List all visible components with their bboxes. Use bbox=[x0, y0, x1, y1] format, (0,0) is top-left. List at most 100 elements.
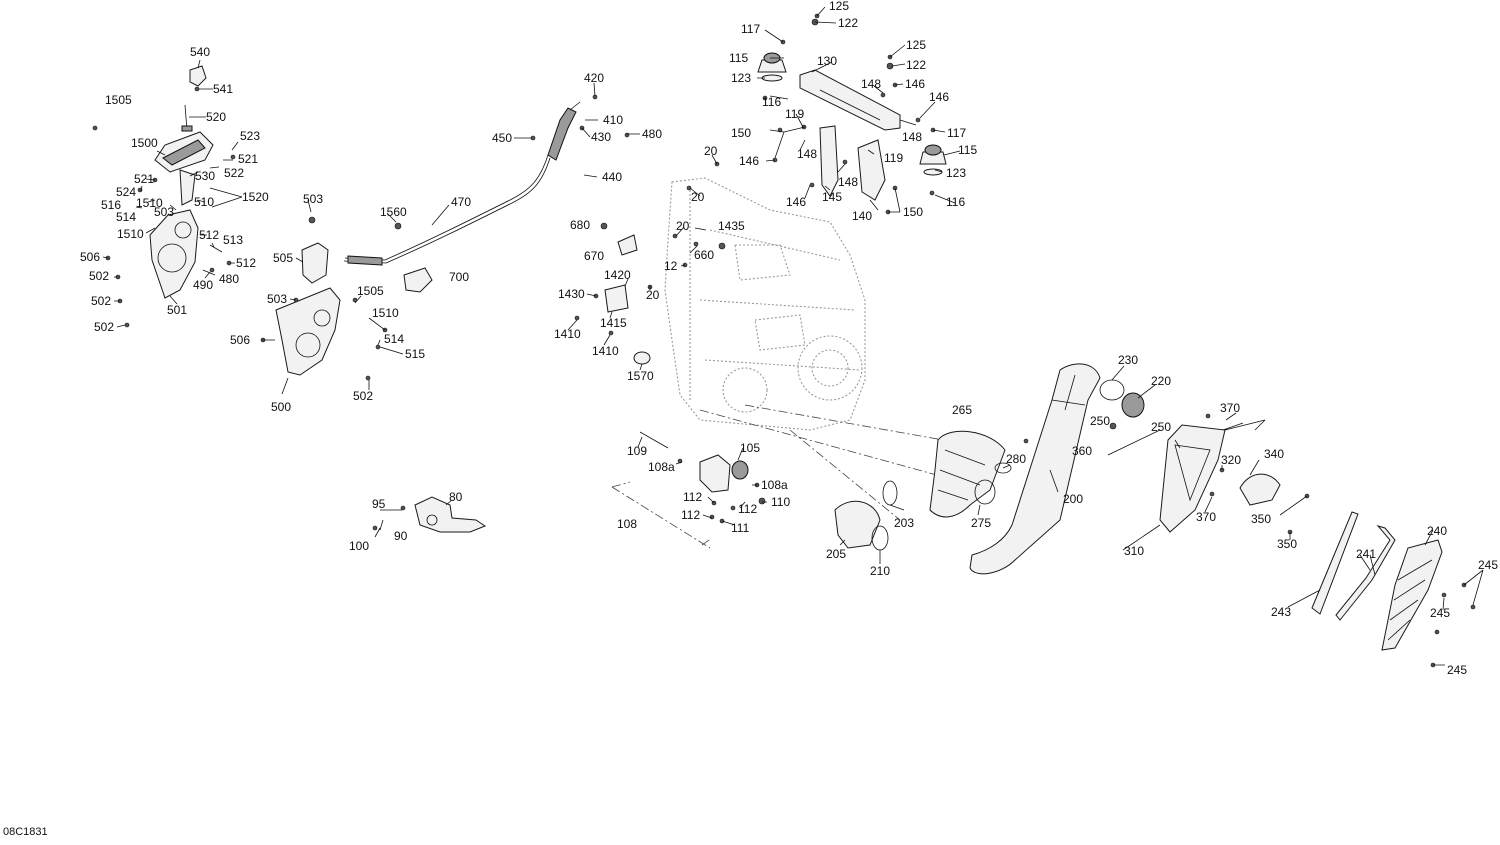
cover-340 bbox=[1239, 473, 1281, 506]
bearing-support-105 bbox=[611, 431, 749, 549]
callout: 505 bbox=[273, 251, 293, 265]
callout: 280 bbox=[1006, 452, 1026, 466]
callout: 700 bbox=[449, 270, 469, 284]
shift-knob bbox=[189, 65, 207, 87]
callout: 660 bbox=[694, 248, 714, 262]
callout: 112 bbox=[683, 490, 702, 504]
callout: 20 bbox=[646, 288, 660, 302]
callout: 1510 bbox=[117, 227, 144, 241]
callout: 80 bbox=[449, 490, 463, 504]
callout: 110 bbox=[771, 495, 790, 509]
callout: 513 bbox=[223, 233, 243, 247]
callout: 250 bbox=[1090, 414, 1110, 428]
callout: 115 bbox=[729, 51, 748, 65]
adapter-205 bbox=[834, 500, 881, 549]
bracket-145 bbox=[819, 125, 839, 197]
callout: 122 bbox=[906, 58, 926, 72]
callout: 108a bbox=[648, 460, 675, 474]
callout: 146 bbox=[739, 154, 759, 168]
callout: 150 bbox=[731, 126, 751, 140]
hardware-fasteners bbox=[92, 13, 1476, 668]
callout: 146 bbox=[905, 77, 925, 91]
callout: 440 bbox=[602, 170, 622, 184]
callout: 140 bbox=[852, 209, 872, 223]
callout: 540 bbox=[190, 45, 210, 59]
callout: 480 bbox=[642, 127, 662, 141]
callout: 1410 bbox=[592, 344, 619, 358]
callout: 130 bbox=[817, 54, 837, 68]
diagram-reference-code: 08C1831 bbox=[3, 826, 48, 838]
callout: 670 bbox=[584, 249, 604, 263]
callout: 503 bbox=[303, 192, 323, 206]
callout: 350 bbox=[1251, 512, 1271, 526]
callout: 350 bbox=[1277, 537, 1297, 551]
callout: 245 bbox=[1478, 558, 1498, 572]
callout: 148 bbox=[838, 175, 858, 189]
callout: 220 bbox=[1151, 374, 1171, 388]
callout: 503 bbox=[267, 292, 287, 306]
callout: 1415 bbox=[600, 316, 627, 330]
callout: 1510 bbox=[372, 306, 399, 320]
callout: 275 bbox=[971, 516, 991, 530]
callout: 145 bbox=[822, 190, 842, 204]
intake-tube-200 bbox=[834, 363, 1161, 575]
engine-ghost-outline bbox=[664, 177, 1001, 521]
crossmember-130 bbox=[799, 69, 901, 131]
callout: 1505 bbox=[105, 93, 132, 107]
callout: 148 bbox=[861, 77, 881, 91]
callout: 490 bbox=[193, 278, 213, 292]
callout: 530 bbox=[195, 169, 215, 183]
callout: 20 bbox=[691, 190, 705, 204]
engine-mounts bbox=[757, 52, 947, 201]
callout: 320 bbox=[1221, 453, 1241, 467]
elbow-265 bbox=[929, 430, 1006, 518]
callout: 95 bbox=[372, 497, 386, 511]
callout: 523 bbox=[240, 129, 260, 143]
callout: 123 bbox=[946, 166, 966, 180]
callout: 522 bbox=[224, 166, 244, 180]
callout: 516 bbox=[101, 198, 121, 212]
callout: 116 bbox=[946, 195, 965, 209]
callout: 1410 bbox=[554, 327, 581, 341]
callout: 514 bbox=[116, 210, 136, 224]
callout: 680 bbox=[570, 218, 590, 232]
callout: 12 bbox=[664, 259, 678, 273]
airbox-and-grilles bbox=[1159, 424, 1443, 651]
callout: 240 bbox=[1427, 524, 1447, 538]
shifter-bracket-501 bbox=[149, 209, 199, 299]
callout: 109 bbox=[627, 444, 647, 458]
callout: 1430 bbox=[558, 287, 585, 301]
callout: 123 bbox=[731, 71, 751, 85]
callout: 1420 bbox=[604, 268, 631, 282]
callout: 512 bbox=[236, 256, 256, 270]
callout: 506 bbox=[230, 333, 250, 347]
callout: 520 bbox=[206, 110, 226, 124]
callout: 122 bbox=[838, 16, 858, 30]
callout: 205 bbox=[826, 547, 846, 561]
callout: 360 bbox=[1072, 444, 1092, 458]
callout: 148 bbox=[902, 130, 922, 144]
callout: 450 bbox=[492, 131, 512, 145]
callout: 117 bbox=[947, 126, 966, 140]
callout: 112 bbox=[681, 508, 700, 522]
callout: 1500 bbox=[131, 136, 158, 150]
callout: 1435 bbox=[718, 219, 745, 233]
callout: 1560 bbox=[380, 205, 407, 219]
callout: 480 bbox=[219, 272, 239, 286]
grille-240 bbox=[1381, 539, 1443, 651]
callout: 245 bbox=[1430, 606, 1450, 620]
callout: 243 bbox=[1271, 605, 1291, 619]
bracket-140 bbox=[857, 139, 886, 201]
callout: 111 bbox=[731, 521, 750, 535]
callout: 117 bbox=[741, 22, 760, 36]
callout: 420 bbox=[584, 71, 604, 85]
callout: 1510 bbox=[136, 196, 163, 210]
callout: 521 bbox=[134, 172, 154, 186]
callout: 90 bbox=[394, 529, 408, 543]
callout: 370 bbox=[1196, 510, 1216, 524]
callout: 148 bbox=[797, 147, 817, 161]
callout: 1570 bbox=[627, 369, 654, 383]
callout: 115 bbox=[958, 143, 977, 157]
shifter-assembly bbox=[149, 65, 223, 299]
callout: 241 bbox=[1356, 547, 1376, 561]
